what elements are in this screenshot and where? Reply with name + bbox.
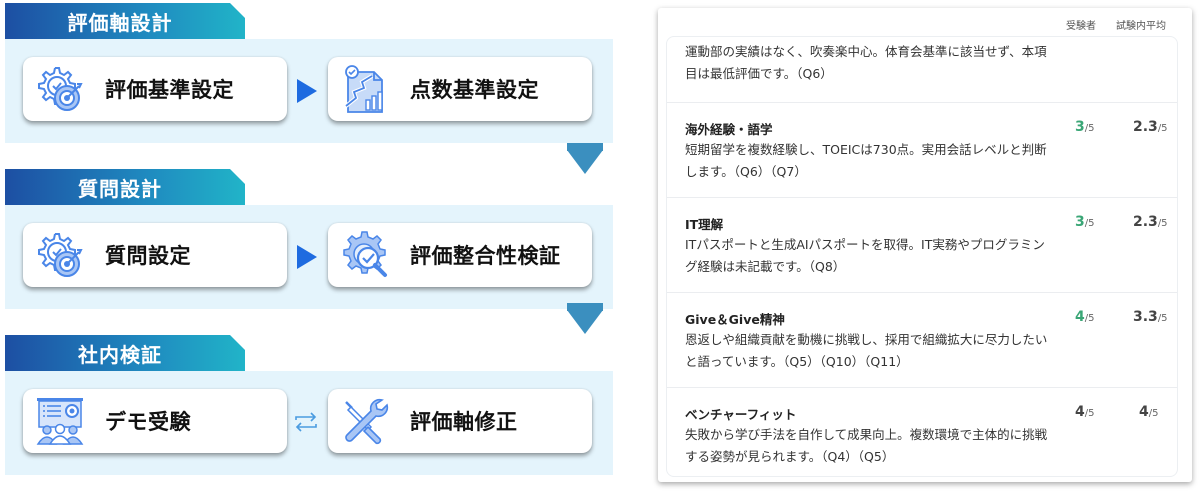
candidate-score: 4/5 <box>1075 309 1095 325</box>
evaluation-list[interactable]: 運動部の実績はなく、吹奏楽中心。体育会基準に該当せず、本項目は最低評価です。（Q… <box>666 36 1178 477</box>
section-title: 質問設計 <box>5 169 245 205</box>
candidate-score: 4/5 <box>1075 404 1095 420</box>
wrench-screwdriver-icon <box>345 398 389 445</box>
item-description: 運動部の実績はなく、吹奏楽中心。体育会基準に該当せず、本項目は最低評価です。（Q… <box>685 44 1047 81</box>
average-score: 4/5 <box>1139 404 1159 420</box>
item-description: 恩返しや組織貢献を動機に挑戦し、採用で組織拡大に尽力したいと語っています。（Q5… <box>685 332 1048 369</box>
card-axis-revision: 評価軸修正 <box>328 389 592 453</box>
card-evaluation-consistency: 評価整合性検証 <box>328 223 592 287</box>
gear-target-icon <box>38 67 83 111</box>
section-title: 評価軸設計 <box>5 3 245 39</box>
card-label: 評価基準設定 <box>105 78 234 102</box>
section-title: 社内検証 <box>5 335 245 371</box>
item-description: ITパスポートと生成AIパスポートを取得。IT実務やプログラミング経験は未記載で… <box>685 237 1045 274</box>
arrow-right-icon <box>297 245 317 269</box>
presentation-audience-icon <box>36 398 84 445</box>
arrow-down-icon <box>567 303 603 334</box>
item-description: 失敗から学び手法を自作して成果向上。複数環境で主体的に挑戦する姿勢が見られます。… <box>685 427 1048 464</box>
item-description: 短期留学を複数経験し、TOEICは730点。実用会話レベルと判断します。（Q6）… <box>685 142 1047 179</box>
item-title: ベンチャーフィット <box>685 407 797 422</box>
card-evaluation-criteria: 評価基準設定 <box>23 57 287 121</box>
evaluation-results-panel: 受験者 試験内平均 運動部の実績はなく、吹奏楽中心。体育会基準に該当せず、本項目… <box>658 8 1192 482</box>
item-title: Give＆Give精神 <box>685 312 785 327</box>
section-body: 評価基準設定 点数基準設定 <box>5 39 613 143</box>
candidate-score: 3/5 <box>1075 119 1095 135</box>
card-question-setting: 質問設定 <box>23 223 287 287</box>
gear-magnifier-check-icon <box>343 231 387 277</box>
card-demo-exam: デモ受験 <box>23 389 287 453</box>
section-body: デモ受験 評価軸修正 <box>5 371 613 475</box>
gear-target-icon <box>38 233 83 277</box>
item-title: IT理解 <box>685 217 724 232</box>
list-item: 運動部の実績はなく、吹奏楽中心。体育会基準に該当せず、本項目は最低評価です。（Q… <box>667 37 1177 103</box>
average-score: 2.3/5 <box>1133 119 1168 135</box>
card-label: 評価軸修正 <box>410 410 518 434</box>
arrow-down-icon <box>567 143 603 174</box>
item-title: 海外経験・語学 <box>685 122 773 137</box>
average-score: 3.3/5 <box>1133 309 1168 325</box>
swap-arrows-icon <box>295 412 317 432</box>
card-score-criteria: 点数基準設定 <box>328 57 592 121</box>
list-item: 海外経験・語学 短期留学を複数経験し、TOEICは730点。実用会話レベルと判断… <box>667 103 1177 198</box>
card-label: 点数基準設定 <box>410 78 539 102</box>
card-label: 質問設定 <box>105 244 191 268</box>
list-item: ベンチャーフィット 失敗から学び手法を自作して成果向上。複数環境で主体的に挑戦す… <box>667 388 1177 476</box>
list-item: Give＆Give精神 恩返しや組織貢献を動機に挑戦し、採用で組織拡大に尽力した… <box>667 293 1177 388</box>
section-body: 質問設定 評価整合性検証 <box>5 205 613 309</box>
column-header-candidate: 受験者 <box>1066 21 1096 32</box>
process-flow: 評価軸設計 評価基準設定 <box>5 3 613 475</box>
card-label: 評価整合性検証 <box>410 244 561 268</box>
candidate-score: 3/5 <box>1075 214 1095 230</box>
card-label: デモ受験 <box>105 410 191 434</box>
chart-document-icon <box>344 65 383 113</box>
average-score: 2.3/5 <box>1133 214 1168 230</box>
column-header-average: 試験内平均 <box>1116 21 1166 32</box>
arrow-right-icon <box>297 79 317 103</box>
list-item: IT理解 ITパスポートと生成AIパスポートを取得。IT実務やプログラミング経験… <box>667 198 1177 293</box>
